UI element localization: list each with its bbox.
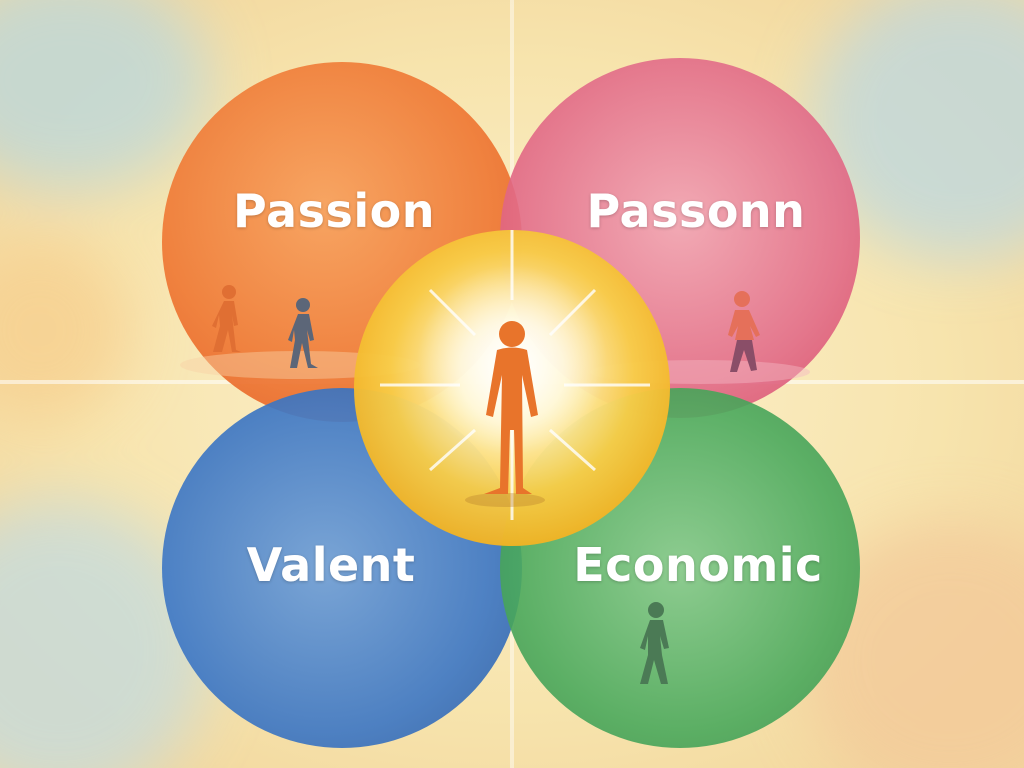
walking-person-icon xyxy=(640,602,669,684)
standing-person-icon xyxy=(484,321,538,494)
walking-person-icon xyxy=(212,285,241,352)
light-rays xyxy=(380,230,650,520)
walking-person-icon xyxy=(288,298,318,368)
walking-person-icon xyxy=(728,291,760,372)
